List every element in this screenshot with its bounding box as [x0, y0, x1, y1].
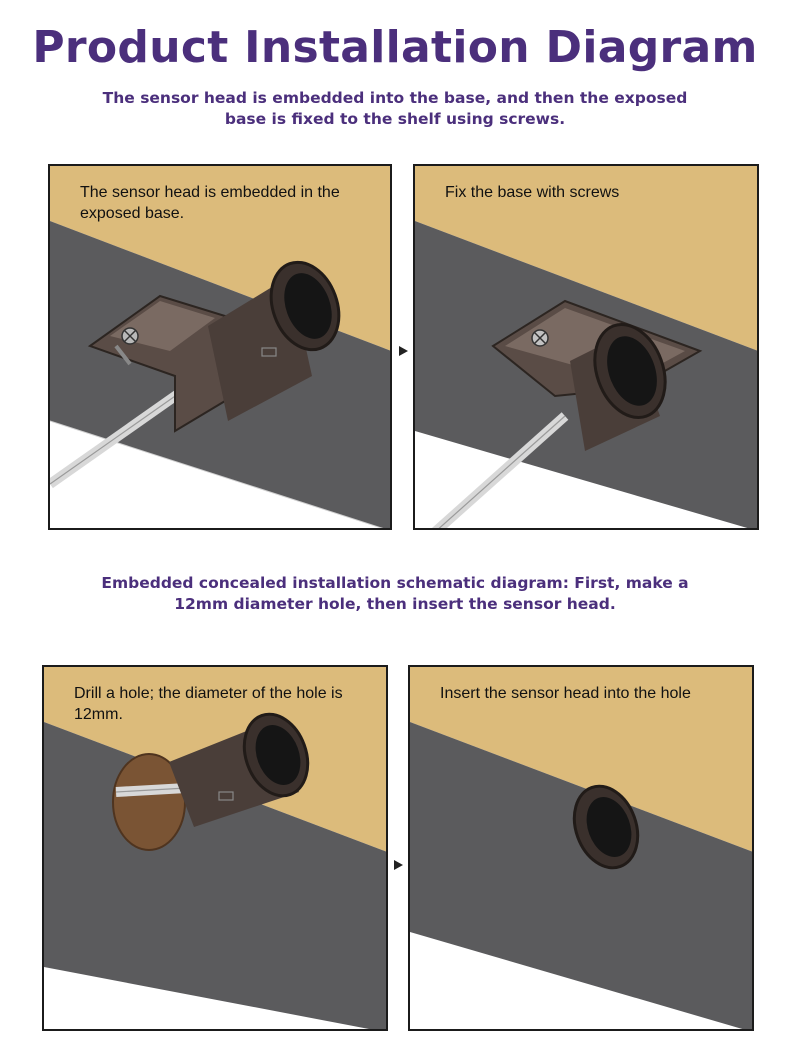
sensor-head-icon	[572, 784, 640, 870]
sensor-head-icon	[570, 323, 667, 451]
shelf-illustration	[410, 667, 752, 1029]
middle-description: Embedded concealed installation schemati…	[101, 574, 689, 613]
cable-icon	[431, 412, 569, 528]
shelf-illustration	[415, 166, 757, 528]
page-title: Product Installation Diagram	[32, 22, 758, 73]
arrow-right-icon	[399, 346, 408, 356]
sensor-head-icon	[169, 712, 310, 827]
sensor-head-icon	[208, 260, 341, 421]
arrow-right-icon	[394, 860, 403, 870]
panel-caption: Drill a hole; the diameter of the hole i…	[74, 685, 343, 723]
top-description: The sensor head is embedded into the bas…	[102, 89, 688, 128]
panel-insert-sensor: Insert the sensor head into the hole	[408, 665, 754, 1031]
shelf-illustration	[44, 667, 386, 1029]
panel-drill-hole: Drill a hole; the diameter of the hole i…	[42, 665, 388, 1031]
panel-caption: Insert the sensor head into the hole	[440, 685, 691, 702]
panel-fix-base: Fix the base with screws	[413, 164, 759, 530]
panel-caption: Fix the base with screws	[445, 184, 620, 201]
panel-caption: The sensor head is embedded in the expos…	[80, 184, 340, 222]
panel-embed-sensor: The sensor head is embedded in the expos…	[48, 164, 392, 530]
screw-icon	[114, 327, 139, 366]
screw-icon	[531, 329, 549, 347]
shelf-illustration	[50, 166, 390, 528]
